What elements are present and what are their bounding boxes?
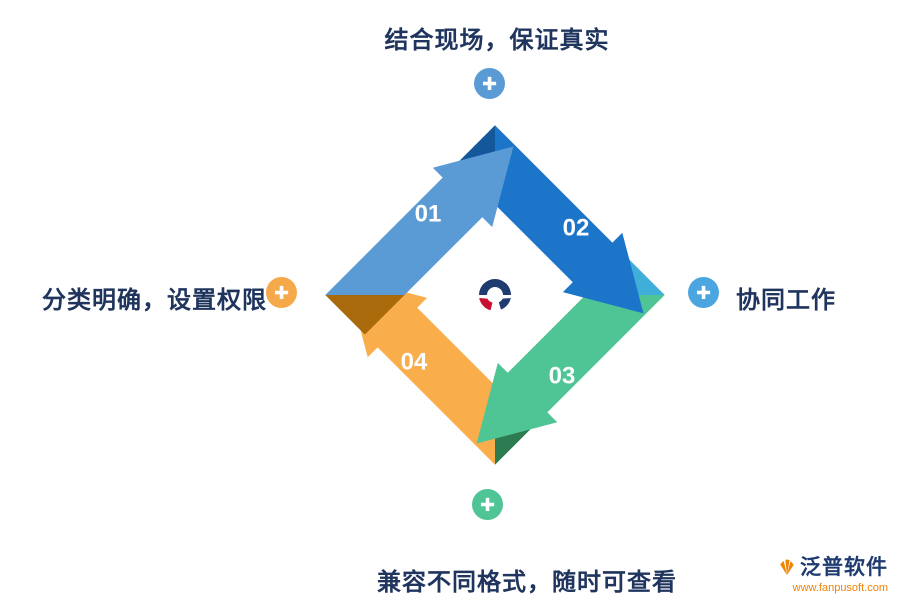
brand-url: www.fanpusoft.com [792, 582, 888, 594]
center-logo [479, 279, 511, 311]
arrow-03 [476, 255, 665, 444]
step-number-03: 03 [549, 363, 576, 390]
step-number-02: 02 [563, 215, 590, 242]
callout-top: 结合现场，保证真实 [384, 27, 610, 54]
fan-blade [785, 559, 790, 576]
arrow-02 [455, 125, 644, 314]
plus-glyph: ✚ [479, 494, 496, 515]
plus-icon-bottom: ✚ [472, 489, 503, 520]
step-number-01: 01 [415, 201, 442, 228]
callout-right: 协同工作 [736, 287, 836, 314]
cycle-diagram: 01 02 03 04 [325, 125, 665, 465]
fan-icon [780, 559, 794, 576]
arrow-02-body [495, 125, 644, 314]
center-logo-swoosh-right [498, 298, 511, 310]
brand-name: 泛普软件 [800, 556, 888, 579]
arrow-03-body [476, 295, 665, 444]
arrow-01-fold [325, 295, 405, 335]
plus-glyph: ✚ [695, 282, 712, 303]
plus-icon-top: ✚ [474, 68, 505, 99]
brand-block: 泛普软件 www.fanpusoft.com [776, 551, 888, 594]
plus-icon-right: ✚ [688, 277, 719, 308]
plus-glyph: ✚ [273, 282, 290, 303]
center-logo-swoosh-top [479, 279, 511, 295]
arrow-01 [325, 146, 514, 335]
center-logo-swoosh-red [479, 298, 493, 311]
callout-bottom: 兼容不同格式，随时可查看 [377, 569, 677, 596]
callout-left: 分类明确，设置权限 [42, 287, 267, 314]
arrow-01-body [325, 146, 514, 295]
fan-blade [780, 561, 787, 576]
arrow-04-body [346, 276, 495, 465]
fan-blade [787, 561, 794, 576]
step-number-04: 04 [401, 349, 428, 376]
plus-glyph: ✚ [481, 73, 498, 94]
plus-icon-left: ✚ [266, 277, 297, 308]
